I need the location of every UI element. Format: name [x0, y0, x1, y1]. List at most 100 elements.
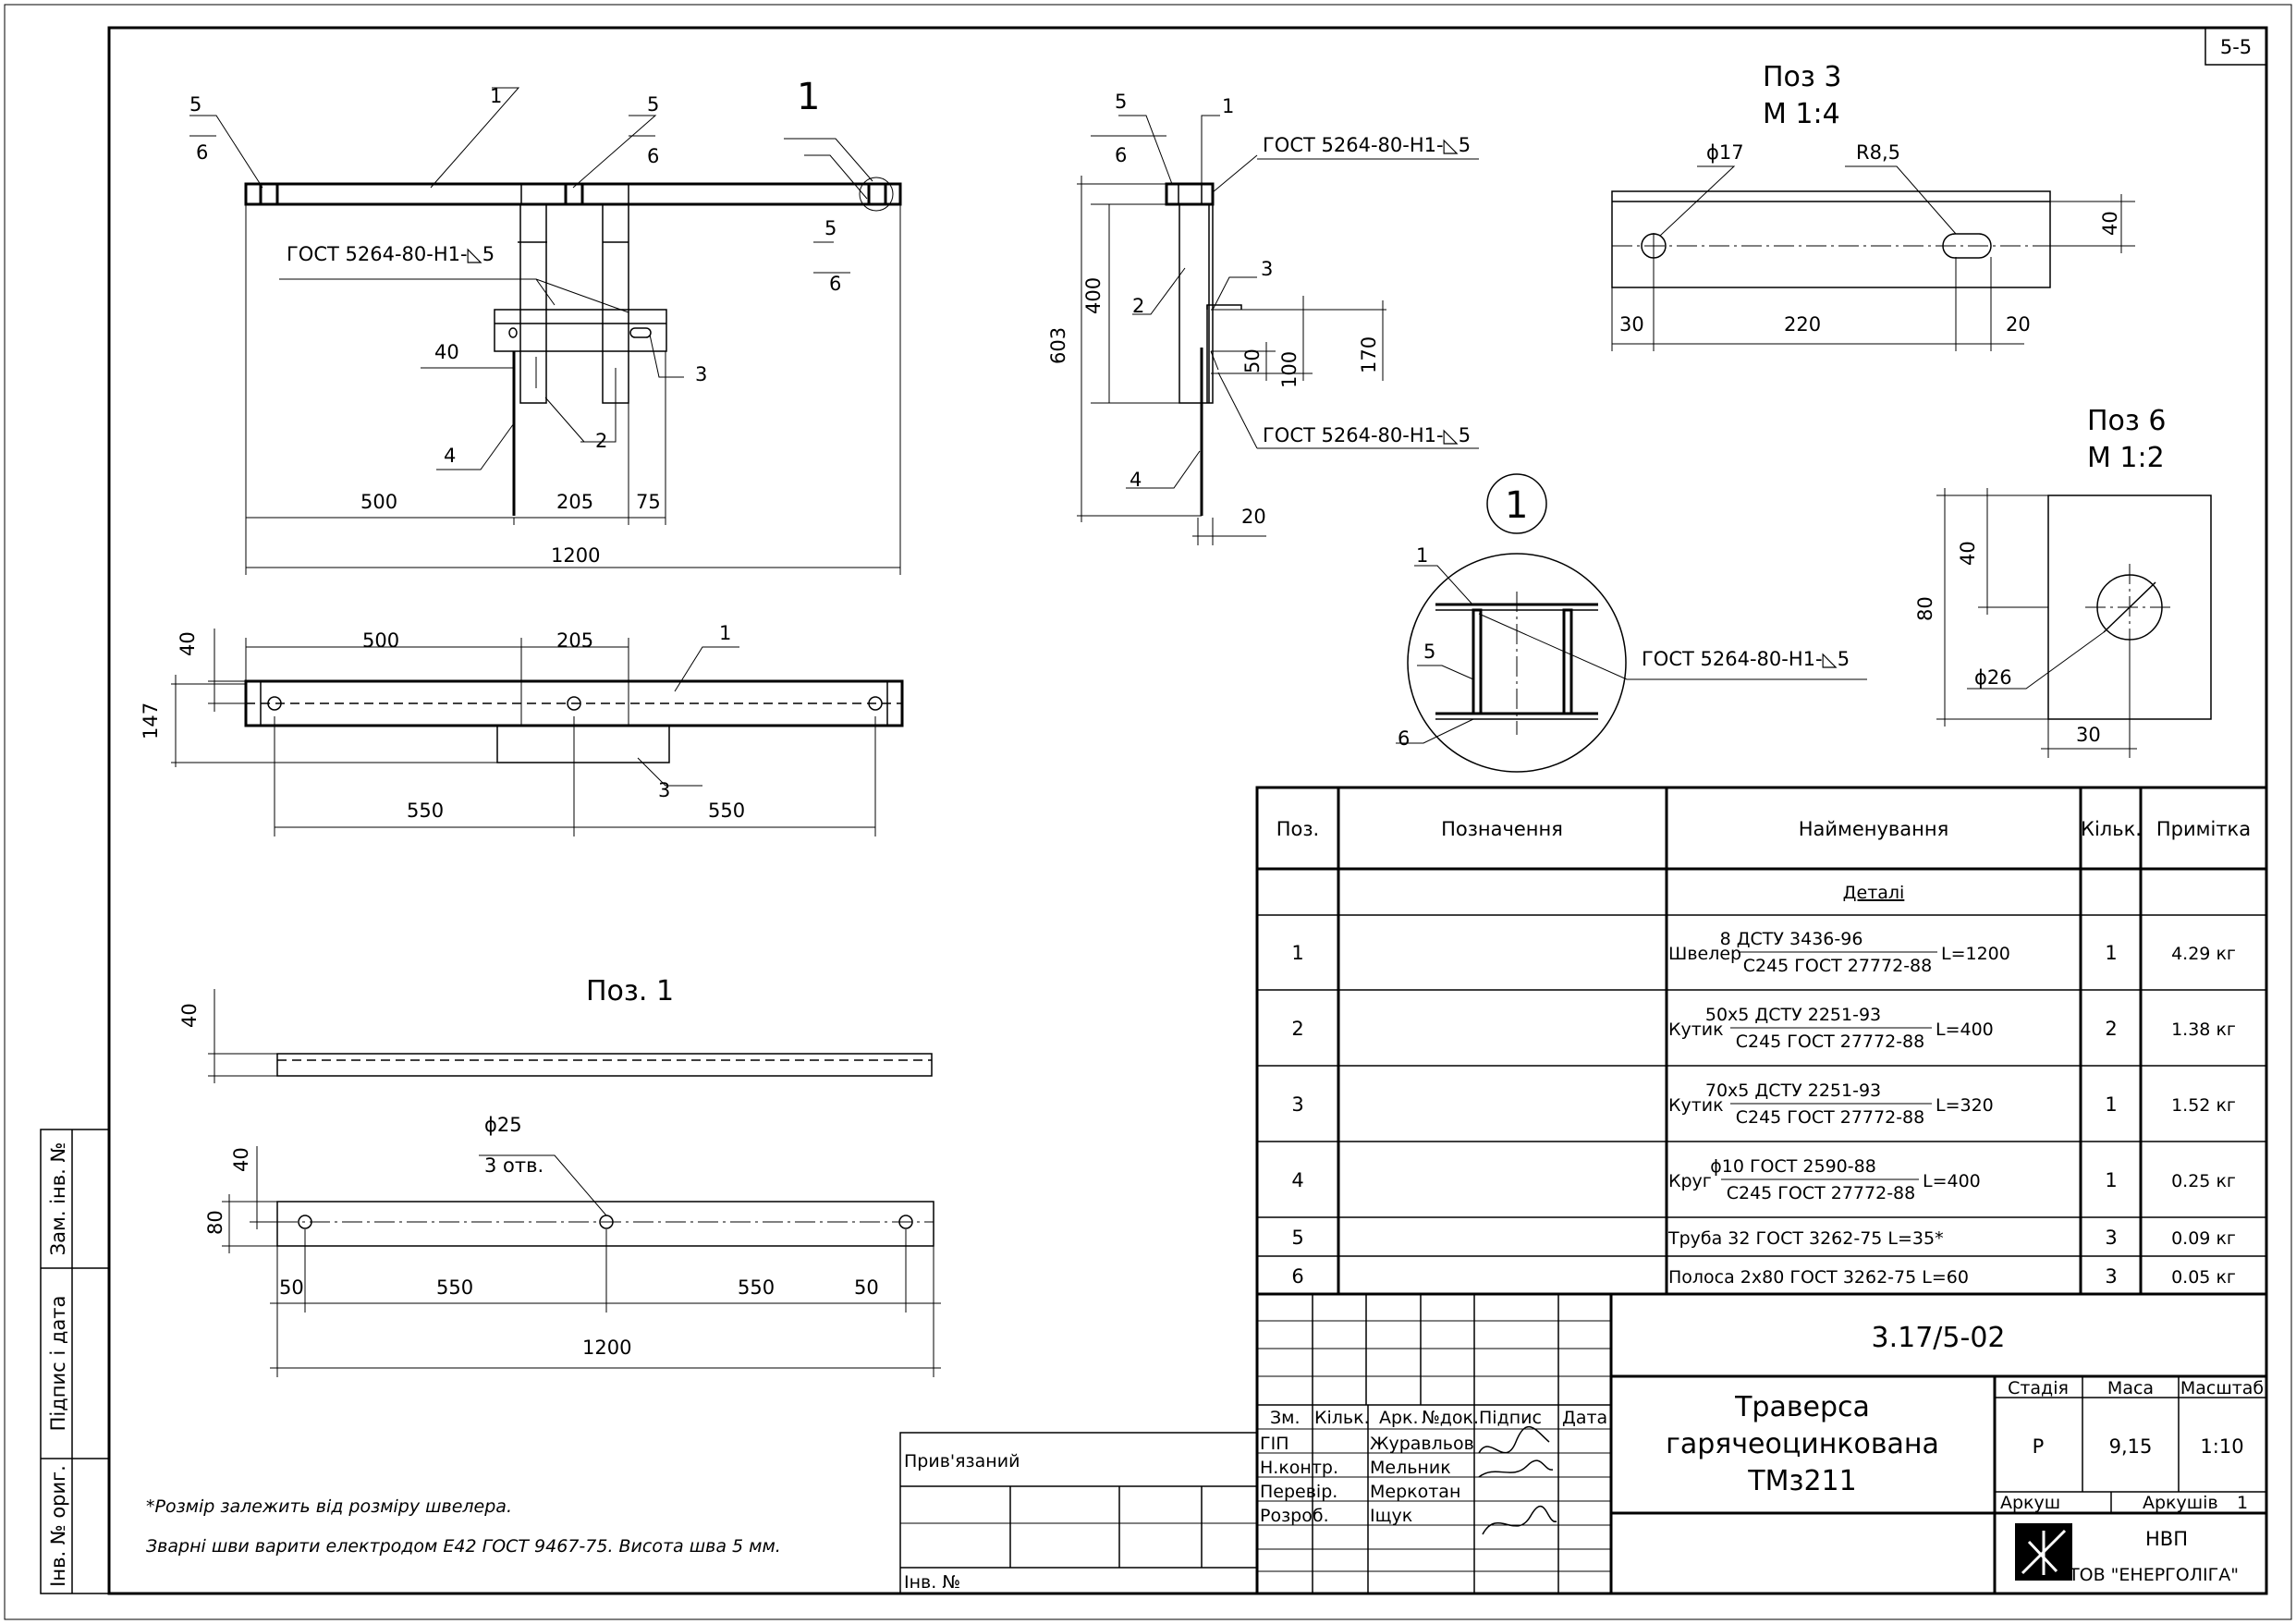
svg-text:1: 1	[2105, 942, 2117, 964]
tb-mass: 9,15	[2109, 1435, 2153, 1458]
sec-lead-2: 2	[1132, 295, 1144, 317]
tb-ark: Арк.	[1379, 1408, 1419, 1428]
tb-role-2: Н.контр.	[1260, 1458, 1338, 1478]
sec-weld-top: ГОСТ 5264-80-Н1-◺5	[1263, 134, 1471, 156]
svg-text:Кутик: Кутик	[1668, 1020, 1724, 1040]
spec-row-4: 4 Круг ϕ10 ГОСТ 2590-88 С245 ГОСТ 27772-…	[1291, 1156, 2236, 1203]
det-weld: ГОСТ 5264-80-Н1-◺5	[1642, 648, 1850, 670]
svg-text:1.52 кг: 1.52 кг	[2171, 1095, 2236, 1116]
svg-text:С245 ГОСТ 27772-88: С245 ГОСТ 27772-88	[1727, 1183, 1916, 1203]
tb-sheets: 1	[2237, 1493, 2248, 1513]
binding-table: Прив'язаний Інв. №	[899, 1432, 1258, 1594]
main-weld-note: ГОСТ 5264-80-Н1-◺5	[287, 243, 495, 265]
plan-dim-205: 205	[556, 629, 593, 652]
pos1-hole: ϕ25	[484, 1114, 522, 1136]
title-block: Зм. Кільк. Арк. №док. Підпис Дата ГІП Жу…	[1255, 1292, 2268, 1595]
svg-text:Кутик: Кутик	[1668, 1095, 1724, 1116]
title-line2: гарячеоцинкована	[1666, 1428, 1939, 1460]
lead-main-5b: 5	[647, 93, 659, 116]
tb-role-1: ГІП	[1260, 1434, 1288, 1454]
th-pos: Поз.	[1276, 818, 1319, 840]
lead-main-1: 1	[490, 85, 502, 107]
svg-text:С245 ГОСТ 27772-88: С245 ГОСТ 27772-88	[1743, 956, 1933, 976]
svg-text:С245 ГОСТ 27772-88: С245 ГОСТ 27772-88	[1736, 1032, 1925, 1052]
pos3-dim-220: 220	[1784, 313, 1821, 336]
pos6-dim-80: 80	[1914, 596, 1936, 621]
tb-kilk: Кільк.	[1314, 1408, 1370, 1428]
plan-dim-550a: 550	[407, 800, 444, 822]
pos6-dim-30: 30	[2076, 724, 2101, 746]
main-dim-75: 75	[636, 491, 661, 513]
svg-text:3: 3	[2105, 1227, 2117, 1249]
stamp-pidpys: Підпис і дата	[47, 1296, 69, 1432]
title-line3: ТМз211	[1747, 1465, 1856, 1497]
pos6-view: Поз 6 М 1:2 40 80 30 ϕ26	[1914, 405, 2212, 758]
pos1-view: Поз. 1 ϕ25 3 отв. 40 40 80 50 550 550 50…	[178, 975, 941, 1377]
binding-inv: Інв. №	[904, 1572, 960, 1593]
svg-text:70х5 ДСТУ 2251-93: 70х5 ДСТУ 2251-93	[1705, 1081, 1881, 1101]
svg-text:1: 1	[2105, 1169, 2117, 1191]
spec-row-1: 1 Швелер 8 ДСТУ 3436-96 С245 ГОСТ 27772-…	[1291, 929, 2236, 976]
pos6-dim-40: 40	[1957, 541, 1979, 566]
tb-scale-label: Масштаб	[2180, 1378, 2264, 1398]
signature-3	[1482, 1505, 1557, 1535]
pos3-dim-40: 40	[2099, 211, 2121, 236]
tb-sheet-label: Аркуш	[2000, 1493, 2060, 1513]
sec-dim-603: 603	[1047, 327, 1069, 364]
svg-text:0.09 кг: 0.09 кг	[2171, 1228, 2236, 1249]
org-line2: ТОВ "ЕНЕРГОЛІГА"	[2068, 1565, 2239, 1585]
det-lead-6: 6	[1398, 727, 1410, 750]
tb-mass-label: Маса	[2107, 1378, 2154, 1398]
title-line1: Траверса	[1734, 1391, 1870, 1423]
sec-lead-5: 5	[1115, 91, 1127, 113]
detail1-view: 1 1 5 6 ГОСТ 5264-80-Н1-◺5	[1396, 473, 1867, 773]
sec-lead-6: 6	[1115, 144, 1127, 166]
svg-text:4: 4	[1291, 1169, 1303, 1191]
lead-main-5c: 5	[824, 217, 837, 239]
lead-main-3: 3	[695, 363, 707, 385]
tb-role-3: Перевір.	[1260, 1482, 1337, 1502]
pos3-view: Поз 3 М 1:4 ϕ17 R8,5 40 30 220 20	[1611, 61, 2135, 351]
sec-dim-50: 50	[1241, 348, 1264, 373]
note-line1: *Розмір залежить від розміру швелера.	[146, 1496, 512, 1517]
sec-dim-20: 20	[1241, 506, 1266, 528]
pos6-hole: ϕ26	[1974, 666, 2012, 689]
lead-main-6a: 6	[196, 141, 208, 164]
company-logo-icon	[2015, 1523, 2072, 1581]
sec-lead-3: 3	[1261, 258, 1273, 280]
svg-text:50х5 ДСТУ 2251-93: 50х5 ДСТУ 2251-93	[1705, 1005, 1881, 1025]
pos1-dim-50a: 50	[279, 1276, 304, 1299]
pos1-dim-50b: 50	[854, 1276, 879, 1299]
svg-text:5: 5	[1291, 1227, 1303, 1249]
main-dim-500: 500	[360, 491, 397, 513]
plan-lead-3: 3	[658, 779, 670, 801]
binding-label: Прив'язаний	[904, 1451, 1020, 1471]
plan-dim-40: 40	[177, 631, 199, 656]
sheet-code: 5-5	[2220, 36, 2252, 58]
spec-row-5: 5 Труба 32 ГОСТ 3262-75 L=35* 3 0.09 кг	[1291, 1227, 2236, 1249]
tb-stage: Р	[2033, 1435, 2045, 1458]
spec-row-6: 6 Полоса 2х80 ГОСТ 3262-75 L=60 3 0.05 к…	[1291, 1265, 2236, 1288]
lead-main-5a: 5	[189, 93, 202, 116]
spec-section-title: Деталі	[1843, 883, 1905, 903]
tb-sheets-label: Аркушів	[2143, 1493, 2218, 1513]
svg-text:1: 1	[1291, 942, 1303, 964]
pos1-dim-550b: 550	[738, 1276, 775, 1299]
sec-dim-400: 400	[1082, 277, 1105, 314]
main-front-view: 5 6 1 5 6 5 6 3 4 2 1 ГОСТ 5264-80-Н1-◺5…	[189, 76, 902, 575]
signature-2	[1478, 1459, 1554, 1478]
th-designation: Позначення	[1441, 818, 1563, 840]
svg-text:3: 3	[1291, 1093, 1303, 1116]
detail1-label: 1	[1505, 484, 1528, 527]
svg-text:2: 2	[2105, 1018, 2117, 1040]
tb-name-4: Іщук	[1370, 1506, 1412, 1526]
svg-text:L=400: L=400	[1923, 1171, 1981, 1191]
det-lead-1: 1	[1416, 544, 1428, 567]
main-plan-view: 40 500 205 147 550 550 3 1	[140, 622, 904, 836]
sheet-code-box	[2204, 27, 2267, 66]
svg-text:L=1200: L=1200	[1941, 944, 2010, 964]
pos1-dim-1200: 1200	[582, 1337, 631, 1359]
spec-row-2: 2 Кутик 50х5 ДСТУ 2251-93 С245 ГОСТ 2777…	[1291, 1005, 2236, 1052]
pos1-dim-40b: 40	[230, 1147, 252, 1172]
svg-text:L=400: L=400	[1936, 1020, 1994, 1040]
